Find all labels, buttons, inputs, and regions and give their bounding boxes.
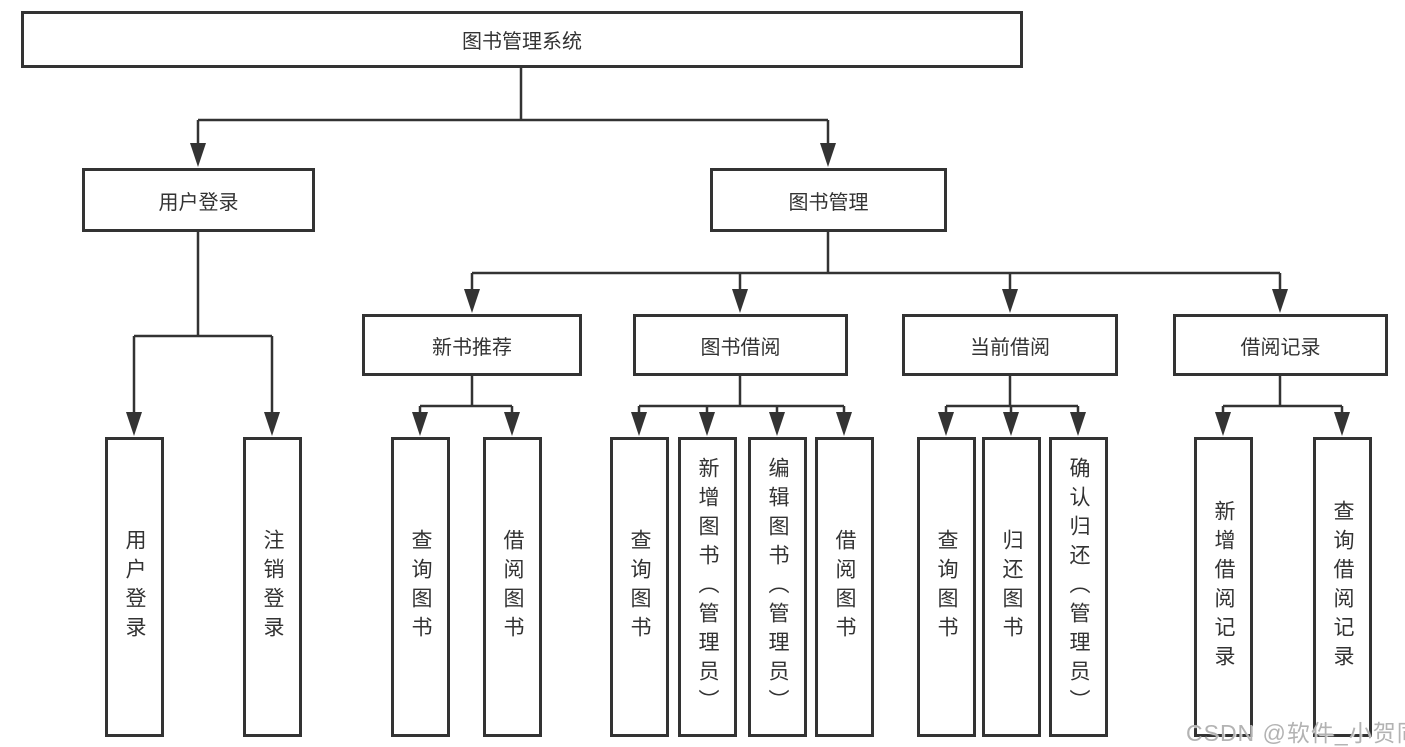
leaf-query-books-recommend: 查询图书	[391, 437, 450, 737]
leaf-label: 借阅图书	[501, 529, 524, 645]
watermark-csdn: CSDN @软件_小贺同学	[1186, 720, 1405, 746]
leaf-confirm-return-admin: 确认归还（管理员）	[1049, 437, 1108, 737]
leaf-label: 查询图书	[935, 529, 958, 645]
leaf-label: 查询借阅记录	[1331, 500, 1354, 674]
node-borrowing-records: 借阅记录	[1173, 314, 1388, 376]
leaf-label: 编辑图书（管理员）	[766, 456, 789, 718]
leaf-add-borrow-record: 新增借阅记录	[1194, 437, 1253, 737]
leaf-edit-books-admin: 编辑图书（管理员）	[748, 437, 807, 737]
leaf-label: 用户登录	[123, 529, 146, 645]
leaf-query-books-current: 查询图书	[917, 437, 976, 737]
leaf-label: 借阅图书	[833, 529, 856, 645]
node-user-login: 用户登录	[82, 168, 315, 232]
leaf-label: 注销登录	[261, 529, 284, 645]
leaf-user-login: 用户登录	[105, 437, 164, 737]
node-library-management-system: 图书管理系统	[21, 11, 1023, 68]
leaf-borrow-books-recommend: 借阅图书	[483, 437, 542, 737]
leaf-logout-login: 注销登录	[243, 437, 302, 737]
leaf-label: 查询图书	[409, 529, 432, 645]
leaf-label: 查询图书	[628, 529, 651, 645]
node-book-management: 图书管理	[710, 168, 947, 232]
leaf-query-borrow-record: 查询借阅记录	[1313, 437, 1372, 737]
leaf-query-books-borrowing: 查询图书	[610, 437, 669, 737]
leaf-label: 归还图书	[1000, 529, 1023, 645]
node-new-book-recommendation: 新书推荐	[362, 314, 582, 376]
node-book-borrowing: 图书借阅	[633, 314, 848, 376]
leaf-return-books: 归还图书	[982, 437, 1041, 737]
leaf-borrow-books-borrowing: 借阅图书	[815, 437, 874, 737]
leaf-label: 新增图书（管理员）	[696, 456, 719, 718]
leaf-add-books-admin: 新增图书（管理员）	[678, 437, 737, 737]
leaf-label: 新增借阅记录	[1212, 500, 1235, 674]
leaf-label: 确认归还（管理员）	[1067, 456, 1090, 718]
node-current-borrowing: 当前借阅	[902, 314, 1118, 376]
